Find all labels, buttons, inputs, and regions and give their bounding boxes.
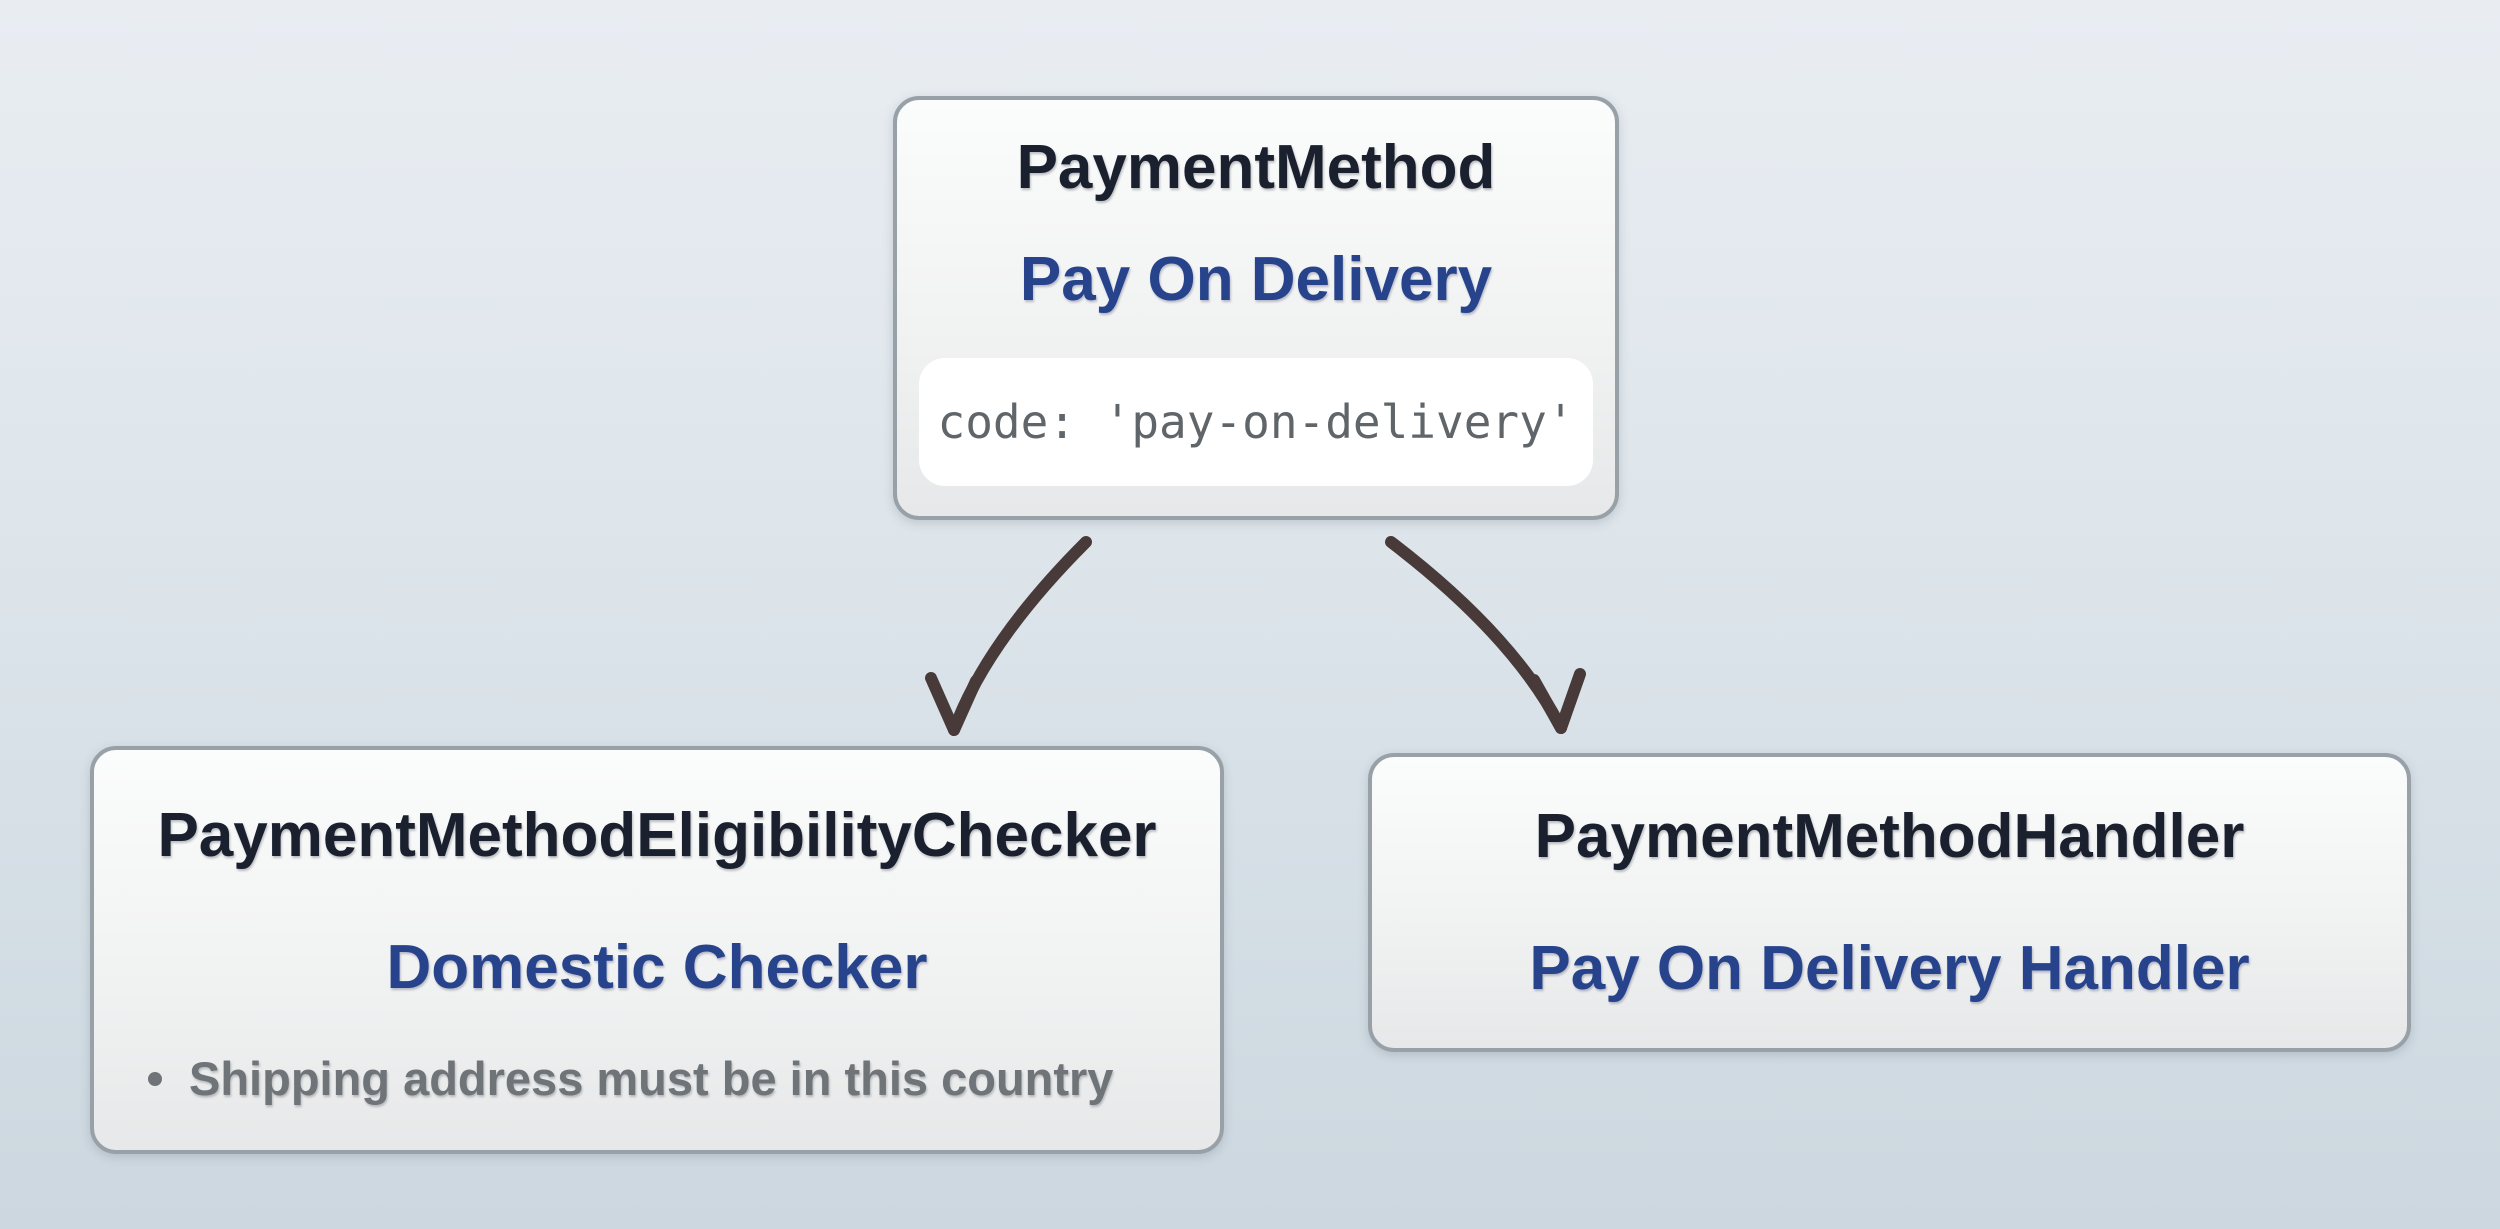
arrow-payment-to-handler-icon bbox=[1385, 536, 1586, 734]
payment-method-title: PaymentMethod bbox=[1016, 133, 1496, 202]
node-payment-method: PaymentMethod Pay On Delivery code: 'pay… bbox=[893, 96, 1619, 520]
arrow-payment-to-checker-icon bbox=[925, 536, 1092, 736]
eligibility-rule-item: Shipping address must be in this country bbox=[148, 1052, 1190, 1106]
node-payment-method-eligibility-checker: PaymentMethodEligibilityChecker Domestic… bbox=[90, 746, 1224, 1154]
payment-method-label: Pay On Delivery bbox=[1019, 245, 1493, 314]
eligibility-checker-title: PaymentMethodEligibilityChecker bbox=[157, 801, 1157, 870]
payment-method-code-text: code: 'pay-on-delivery' bbox=[937, 395, 1575, 449]
payment-method-code-pill: code: 'pay-on-delivery' bbox=[919, 358, 1593, 486]
node-payment-method-handler: PaymentMethodHandler Pay On Delivery Han… bbox=[1368, 753, 2411, 1052]
handler-title: PaymentMethodHandler bbox=[1534, 802, 2245, 871]
eligibility-checker-label: Domestic Checker bbox=[386, 933, 928, 1002]
eligibility-rules-list: Shipping address must be in this country bbox=[94, 1052, 1220, 1106]
handler-label: Pay On Delivery Handler bbox=[1529, 934, 2250, 1003]
